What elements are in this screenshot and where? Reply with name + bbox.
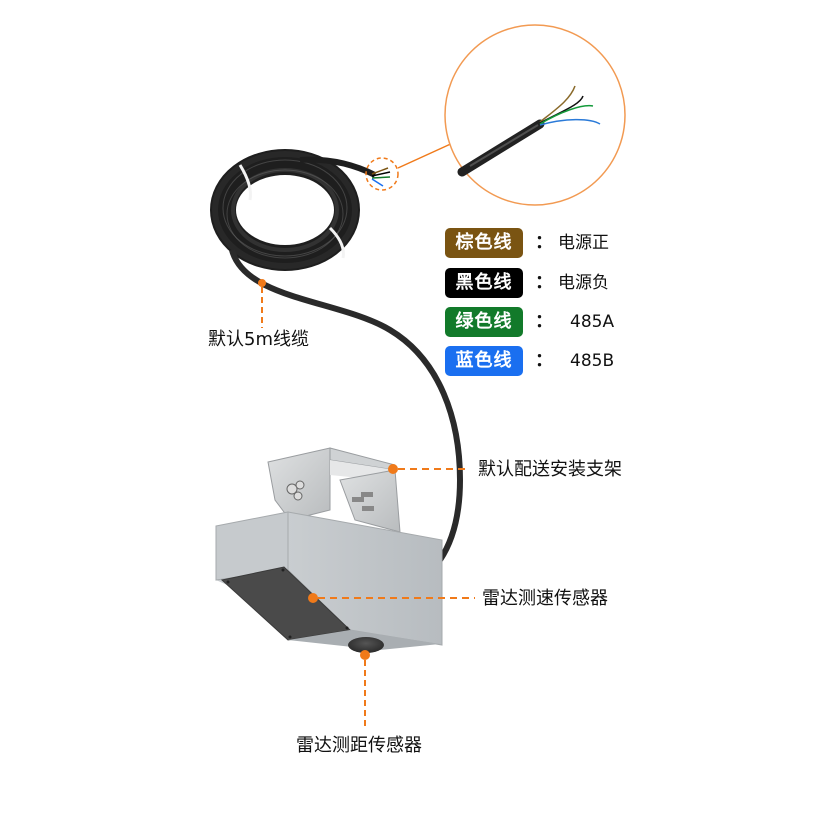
legend-separator: ： xyxy=(535,350,553,371)
legend-meaning-485a: 485A xyxy=(570,312,615,332)
callout-distance-sensor-label: 雷达测距传感器 xyxy=(296,735,422,756)
legend-separator: ： xyxy=(535,272,553,293)
legend-meaning-485b: 485B xyxy=(570,351,615,371)
callout-bracket-label: 默认配送安装支架 xyxy=(478,459,622,480)
callout-cable-label: 默认5m线缆 xyxy=(208,329,309,350)
legend-meaning-power-negative: 电源负 xyxy=(558,273,609,293)
radar-sensor-housing-icon xyxy=(215,511,443,653)
legend-separator: ： xyxy=(535,232,553,253)
mounting-bracket-icon xyxy=(267,447,401,533)
cable-coil-icon xyxy=(210,149,464,562)
magnified-wire-detail-icon xyxy=(444,24,626,206)
legend-separator: ： xyxy=(535,311,553,332)
callout-speed-sensor-label: 雷达测速传感器 xyxy=(482,588,608,609)
legend-badge-black: 黑色线 xyxy=(445,268,523,298)
legend-badge-blue: 蓝色线 xyxy=(445,346,523,376)
legend-badge-green: 绿色线 xyxy=(445,307,523,337)
legend-meaning-power-positive: 电源正 xyxy=(558,233,609,253)
wire-ends-small-icon xyxy=(365,141,456,191)
legend-badge-brown: 棕色线 xyxy=(445,228,523,258)
callout-lines xyxy=(258,279,475,730)
